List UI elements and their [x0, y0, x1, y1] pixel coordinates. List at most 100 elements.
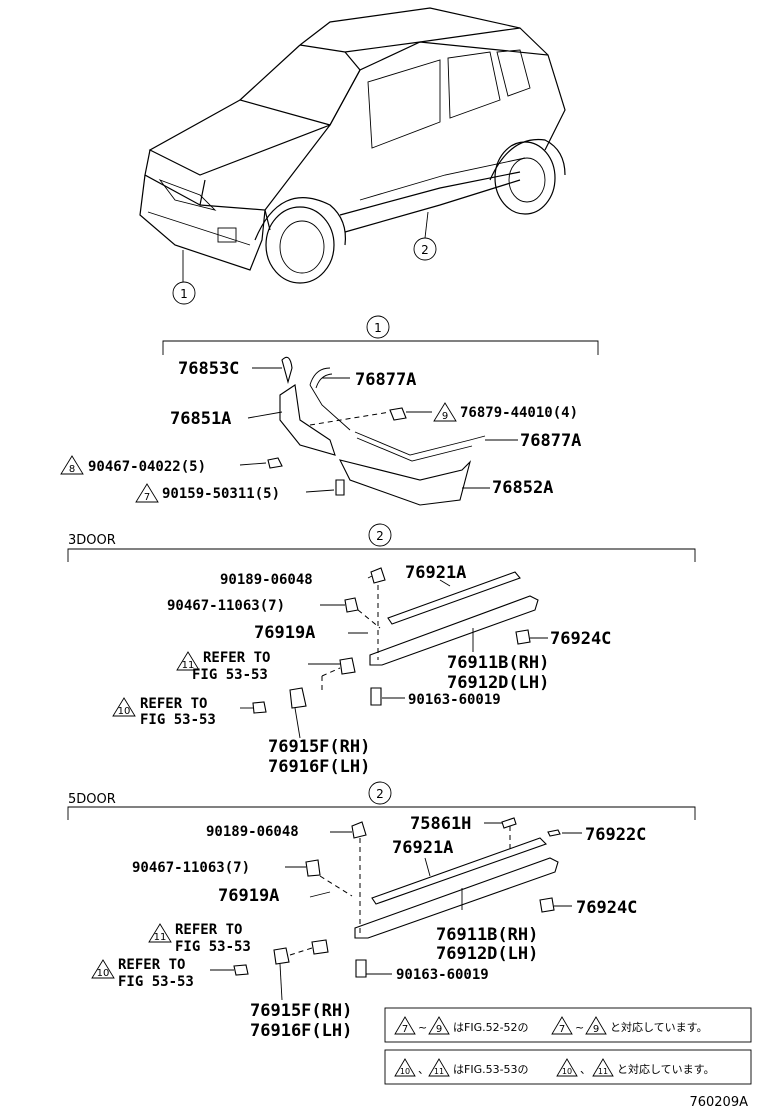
label-76924c-5d: 76924C [576, 898, 637, 918]
note2-sep1: 、 [418, 1063, 429, 1076]
triangle-11 [176, 651, 200, 671]
screw-90163-shape-5d [355, 959, 367, 978]
label-76915f-rh-5d: 76915F(RH) [250, 1001, 352, 1021]
section-3door-bracket [67, 548, 696, 562]
clip-90467-shape-5d [305, 859, 321, 877]
triangle-8 [60, 455, 84, 475]
clip-refer11-shape-5d [311, 939, 329, 955]
bumper-76852a-shape [338, 459, 472, 506]
callout-2 [413, 237, 437, 261]
note1-tri-c: 7 [559, 1024, 565, 1035]
triangle-9-number: 9 [442, 411, 448, 422]
triangle-8-number: 8 [69, 464, 75, 475]
label-refer-to-11-5d: REFER TO [175, 922, 242, 938]
label-90159-50311: 90159-50311(5) [162, 486, 280, 502]
label-fig-53-53-10-5d: FIG 53-53 [118, 974, 194, 990]
section-1: 1 76853C 76877A 76851A 9 76879-44010(4) … [60, 315, 599, 506]
label-fig-53-53-10: FIG 53-53 [140, 712, 216, 728]
label-90189-06048-5d: 90189-06048 [206, 824, 299, 840]
clip-refer11-shape [339, 657, 356, 675]
note2-sep2: 、 [580, 1063, 591, 1076]
section-3door-circle [368, 523, 392, 547]
molding-76921a-shape [387, 571, 521, 625]
molding-76911b-shape [369, 595, 539, 666]
triangle-11-number: 11 [182, 660, 195, 671]
label-90163-60019: 90163-60019 [408, 692, 501, 708]
clip-90189-shape [370, 567, 386, 584]
molding-76921a-shape-5d [371, 837, 548, 905]
note1-sep1: ~ [418, 1021, 427, 1034]
label-refer-to-11: REFER TO [203, 650, 270, 666]
clip-76924c-shape [515, 629, 531, 645]
label-refer-to-10-5d: REFER TO [118, 957, 185, 973]
figure-code: 760209A [689, 1095, 748, 1110]
clip-76915f-shape-5d [273, 947, 290, 965]
triangle-10 [112, 697, 136, 717]
note2-tri-a: 10 [400, 1067, 410, 1076]
triangle-7 [135, 483, 159, 503]
molding-76911b-shape-5d [354, 857, 559, 939]
triangle-10-5d [91, 959, 115, 979]
label-76852a: 76852A [492, 478, 553, 498]
label-fig-53-53-11: FIG 53-53 [192, 667, 268, 683]
label-90467-11063: 90467-11063(7) [167, 598, 285, 614]
label-76877a-top: 76877A [355, 370, 416, 390]
label-76922c: 76922C [585, 825, 646, 845]
label-76916f-lh-5d: 76916F(LH) [250, 1021, 352, 1041]
label-90467-11063-5d: 90467-11063(7) [132, 860, 250, 876]
label-76919a: 76919A [254, 623, 315, 643]
label-76879-44010: 76879-44010(4) [460, 405, 578, 421]
clip-90467-shape [344, 597, 359, 613]
label-76924c: 76924C [550, 629, 611, 649]
screw-90159-shape [335, 479, 345, 496]
triangle-9 [433, 402, 457, 422]
note1-tri-d: 9 [593, 1024, 599, 1035]
label-90163-60019-5d: 90163-60019 [396, 967, 489, 983]
triangle-11-5d [148, 923, 172, 943]
note1-sep2: ~ [575, 1021, 584, 1034]
label-refer-to-10: REFER TO [140, 696, 207, 712]
clip-90467-shape [267, 457, 283, 469]
section-3door: 3DOOR 2 90189-06048 76921A 90467-11063(7… [67, 523, 696, 777]
label-76877a-mid: 76877A [520, 431, 581, 451]
note1-tri-a: 7 [402, 1024, 408, 1035]
callout-2-number: 2 [421, 243, 429, 257]
note1-tri-b: 9 [436, 1024, 442, 1035]
label-76911b-rh-5d: 76911B(RH) [436, 925, 538, 945]
clip-76919a-shape-5d [309, 891, 331, 898]
clip-refer10-shape-5d [233, 964, 249, 976]
clip-76922c-shape [547, 829, 561, 837]
label-76853c: 76853C [178, 359, 239, 379]
note1-end: と対応しています。 [610, 1020, 708, 1034]
clip-90189-shape-5d [351, 821, 367, 839]
section-3door-number: 2 [376, 529, 384, 543]
clip-76853c-shape [281, 356, 293, 385]
label-76921a-5d: 76921A [392, 838, 453, 858]
section-1-bracket [162, 340, 599, 355]
note2-tri-c: 10 [562, 1067, 572, 1076]
label-90467-04022: 90467-04022(5) [88, 459, 206, 475]
vehicle-illustration: 1 2 [139, 7, 566, 305]
bumper-76851a-shape [279, 384, 336, 456]
screw-90163-shape [370, 687, 382, 706]
label-76912d-lh-5d: 76912D(LH) [436, 944, 538, 964]
label-75861h: 75861H [410, 814, 471, 834]
label-76851a: 76851A [170, 409, 231, 429]
label-90189-06048: 90189-06048 [220, 572, 313, 588]
clip-76924c-shape-5d [539, 897, 555, 913]
section-1-circle [366, 315, 390, 339]
label-76921a: 76921A [405, 563, 466, 583]
section-3door-title: 3DOOR [68, 533, 116, 548]
note-box-1: 7 ~ 9 はFIG.52-52の 7 ~ 9 と対応しています。 [384, 1007, 752, 1043]
label-76912d-lh: 76912D(LH) [447, 673, 549, 693]
note2-tri-b: 11 [434, 1067, 444, 1076]
triangle-7-number: 7 [144, 492, 150, 503]
note2-mid: はFIG.53-53の [453, 1063, 529, 1076]
label-76916f-lh: 76916F(LH) [268, 757, 370, 777]
clip-76915f-shape [289, 687, 307, 709]
section-1-number: 1 [374, 321, 382, 335]
note2-tri-d: 11 [598, 1067, 608, 1076]
section-5door-title: 5DOOR [68, 792, 116, 807]
triangle-10-5d-number: 10 [97, 968, 110, 979]
